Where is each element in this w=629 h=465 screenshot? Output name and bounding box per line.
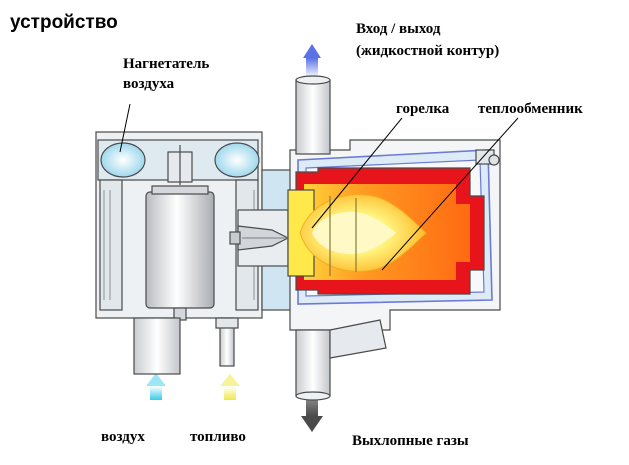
exhaust-pipe — [295, 319, 387, 401]
coolant-outlet-pipe — [295, 75, 331, 155]
label-fuel: топливо — [190, 429, 246, 445]
heat-exchanger-body — [287, 139, 501, 331]
label-exchanger: теплообменник — [478, 101, 583, 117]
leader-blower — [119, 103, 131, 153]
blower-housing — [95, 131, 263, 375]
blower-rotor-right — [214, 142, 260, 178]
fuel-inlet-arrow-icon — [220, 374, 240, 400]
leader-lines — [119, 103, 519, 271]
label-air: воздух — [101, 429, 145, 445]
label-blower-line2: воздуха — [123, 76, 175, 92]
diagram-title: устройство — [10, 12, 118, 33]
blower-rotor-left — [100, 142, 146, 178]
exhaust-arrow-icon — [301, 398, 323, 432]
leader-exchanger — [381, 117, 519, 271]
air-intake-pipe — [133, 317, 181, 375]
blower-motor — [145, 191, 215, 309]
air-inlet-arrow-icon — [146, 373, 166, 400]
label-exhaust: Выхлопные газы — [352, 433, 469, 449]
label-io-line2: (жидкостной контур) — [356, 43, 500, 59]
burner-head — [229, 169, 293, 311]
label-io-line1: Вход / выход — [356, 21, 441, 37]
outlet-arrow-icon — [303, 44, 321, 78]
label-burner: горелка — [396, 101, 450, 117]
label-blower-line1: Нагнетатель — [123, 56, 210, 72]
leader-burner — [311, 117, 403, 229]
